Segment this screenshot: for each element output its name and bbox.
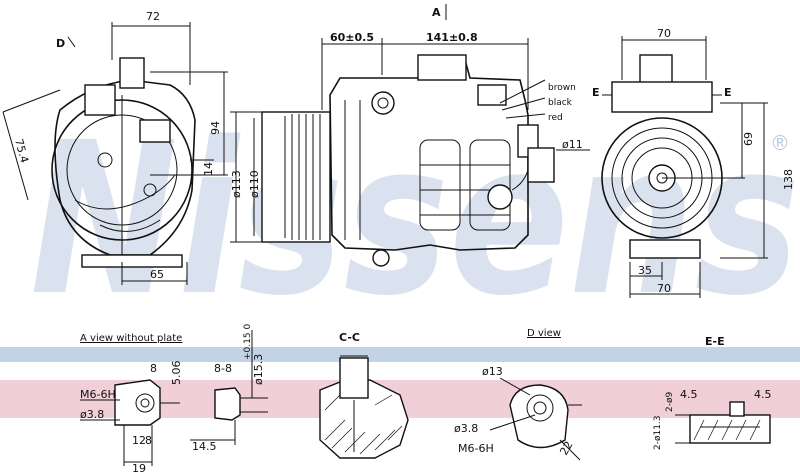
dim-d13: ø13: [482, 365, 503, 378]
dim-19: 19: [132, 462, 146, 474]
dim-94: 94: [209, 121, 222, 135]
wire-label-black: black: [548, 98, 573, 108]
front-view: 70 E E 69 138 35 70: [592, 27, 795, 298]
detail-a-view: A view without plate M6-6H ø3.8 8 5.06 1…: [80, 333, 183, 474]
title-ee: E-E: [705, 335, 725, 348]
dim-69: 69: [742, 132, 755, 146]
dim-d3-8-d: ø3.8: [454, 422, 478, 435]
dim-d110: ø110: [248, 170, 261, 198]
title-bb: 8-8: [214, 362, 232, 375]
blue-band: [0, 347, 800, 362]
title-a-view: A view without plate: [80, 333, 182, 344]
dim-12: 12: [132, 434, 146, 447]
connector-round: [487, 184, 513, 210]
detail-cc: C-C: [319, 331, 409, 459]
view-a-marker: A: [432, 6, 441, 19]
dim-75-4: 75.4: [12, 137, 31, 164]
dim-tolerance: +0.15 0: [243, 324, 253, 360]
dim-141: 141±0.8: [426, 31, 478, 44]
dim-138: 138: [782, 169, 795, 190]
dim-22: 22: [557, 439, 575, 458]
detail-bb: 8-8 14.5 ø15.3 +0.15 0: [190, 324, 268, 453]
dim-2-d9: 2-ø9: [665, 392, 675, 412]
dim-5-06: 5.06: [170, 361, 183, 386]
wire-label-red: red: [548, 113, 563, 123]
dim-65: 65: [150, 268, 164, 281]
dim-70-bottom: 70: [657, 282, 671, 295]
dim-d113: ø113: [230, 170, 243, 198]
watermark-registered: ®: [770, 131, 790, 155]
dim-d15-3: ø15.3: [252, 354, 265, 385]
dim-d3-8-a: ø3.8: [80, 408, 104, 421]
wire-label-brown: brown: [548, 83, 576, 93]
section-e-right: E: [724, 86, 732, 99]
view-d-marker: D: [56, 37, 65, 50]
title-cc: C-C: [339, 331, 360, 344]
detail-d-view: D view ø13 ø3.8 M6-6H 22: [454, 328, 582, 461]
section-e-left: E: [592, 86, 600, 99]
dim-8-a: 8: [150, 362, 157, 375]
dim-4-5-b: 4.5: [754, 388, 772, 401]
detail-ee: E-E 4.5 4.5 2-ø9 2-ø11.3: [653, 335, 772, 450]
dim-35: 35: [638, 264, 652, 277]
pulley: [261, 111, 331, 243]
title-d-view: D view: [527, 328, 561, 339]
dim-4-5-a: 4.5: [680, 388, 698, 401]
dim-8-b: 8: [145, 434, 152, 447]
dim-2-d11-3: 2-ø11.3: [653, 415, 663, 450]
dim-72: 72: [146, 10, 160, 23]
dim-m6-d: M6-6H: [458, 442, 494, 455]
dim-70-top: 70: [657, 27, 671, 40]
dim-d11: ø11: [562, 138, 583, 151]
dim-14: 14: [202, 162, 215, 176]
dim-14-5: 14.5: [192, 440, 217, 453]
side-view: A 60±0.5 141±0.8: [230, 4, 590, 267]
dim-m6-a: M6-6H: [80, 388, 116, 401]
view-d: D 72 94 14 75.4 65: [2, 10, 228, 285]
dim-60: 60±0.5: [330, 31, 374, 44]
